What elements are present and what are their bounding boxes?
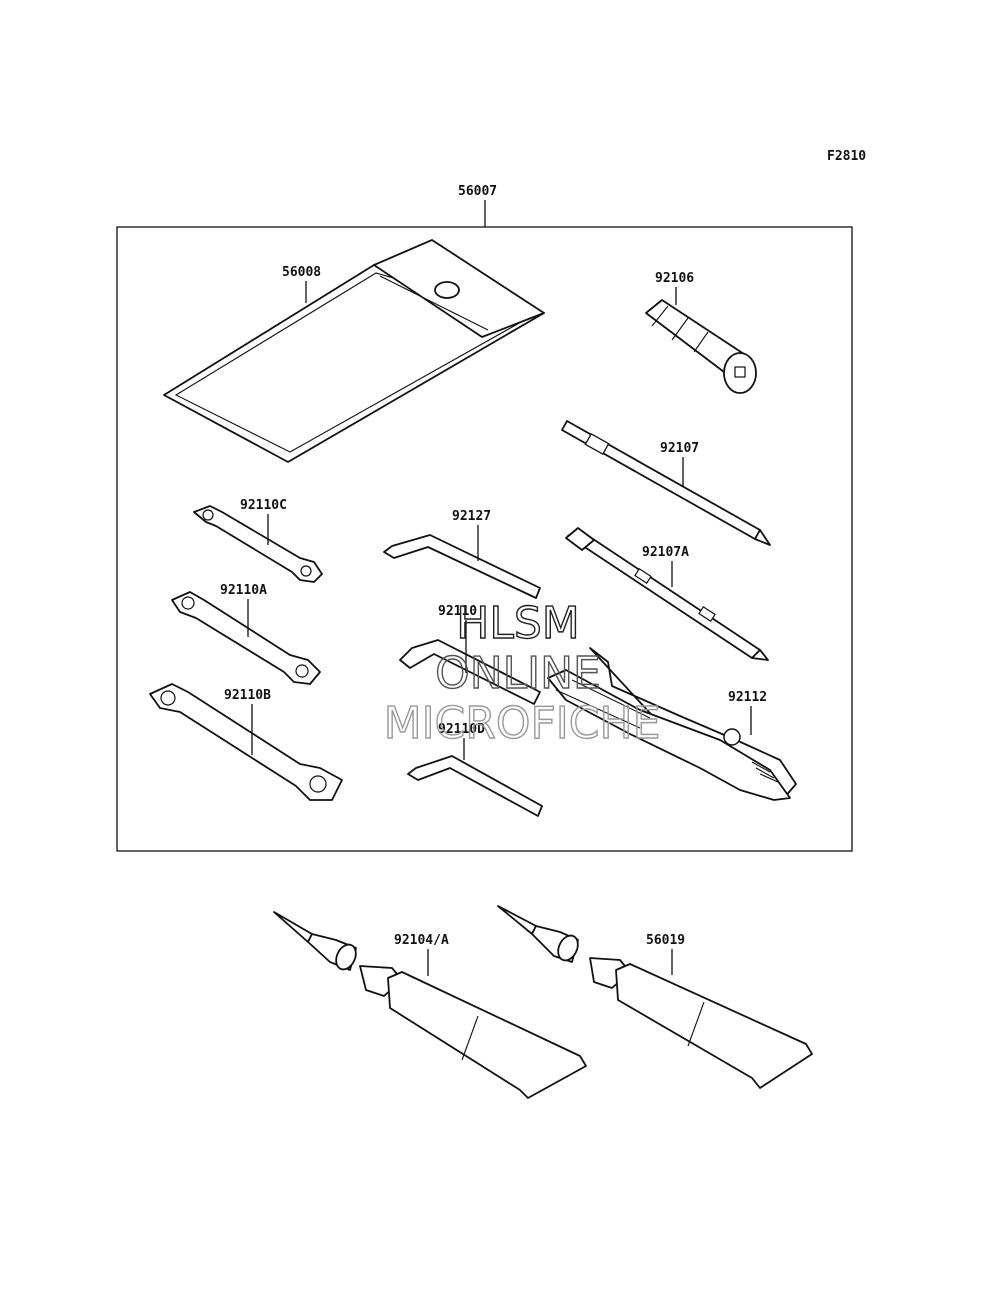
label-grease-tube-2: 56019 [646, 933, 685, 948]
watermark-line-2: ONLINE [435, 648, 601, 699]
watermark-line-1: HLSM [456, 598, 580, 649]
hex-key-2-icon [399, 639, 541, 705]
label-tool-bag: 56008 [282, 265, 321, 280]
kit-part-number: 56007 [458, 184, 497, 199]
pliers-icon [547, 647, 797, 801]
label-screwdriver: 92107 [660, 441, 699, 456]
watermark: HLSM ONLINE MICROFICHE [383, 597, 661, 749]
label-wrench-c: 92110C [240, 498, 287, 513]
label-grease-tube-1: 92104/A [394, 933, 449, 948]
label-pliers: 92112 [728, 690, 767, 705]
wrench-c-icon [193, 505, 323, 583]
figure-code: F2810 [827, 149, 866, 164]
label-hex-key-3: 92110D [438, 722, 485, 737]
label-socket: 92106 [655, 271, 694, 286]
socket-icon [645, 299, 757, 394]
label-screwdriver-a: 92107A [642, 545, 689, 560]
hex-key-3-icon [407, 755, 543, 817]
grease-tube-1-icon [273, 911, 587, 1099]
watermark-line-3: MICROFICHE [384, 698, 661, 749]
screwdriver-icon [561, 420, 771, 546]
wrench-b-icon [149, 683, 343, 801]
wrench-a-icon [171, 591, 321, 685]
hex-key-1-icon [383, 534, 541, 599]
label-hex-key-2: 92110 [438, 604, 477, 619]
screwdriver-a-icon [565, 527, 769, 661]
grease-tube-2-icon [497, 905, 813, 1089]
label-hex-key-1: 92127 [452, 509, 491, 524]
tool-bag-icon [163, 239, 545, 463]
label-wrench-b: 92110B [224, 688, 271, 703]
kit-frame [116, 226, 853, 852]
label-wrench-a: 92110A [220, 583, 267, 598]
